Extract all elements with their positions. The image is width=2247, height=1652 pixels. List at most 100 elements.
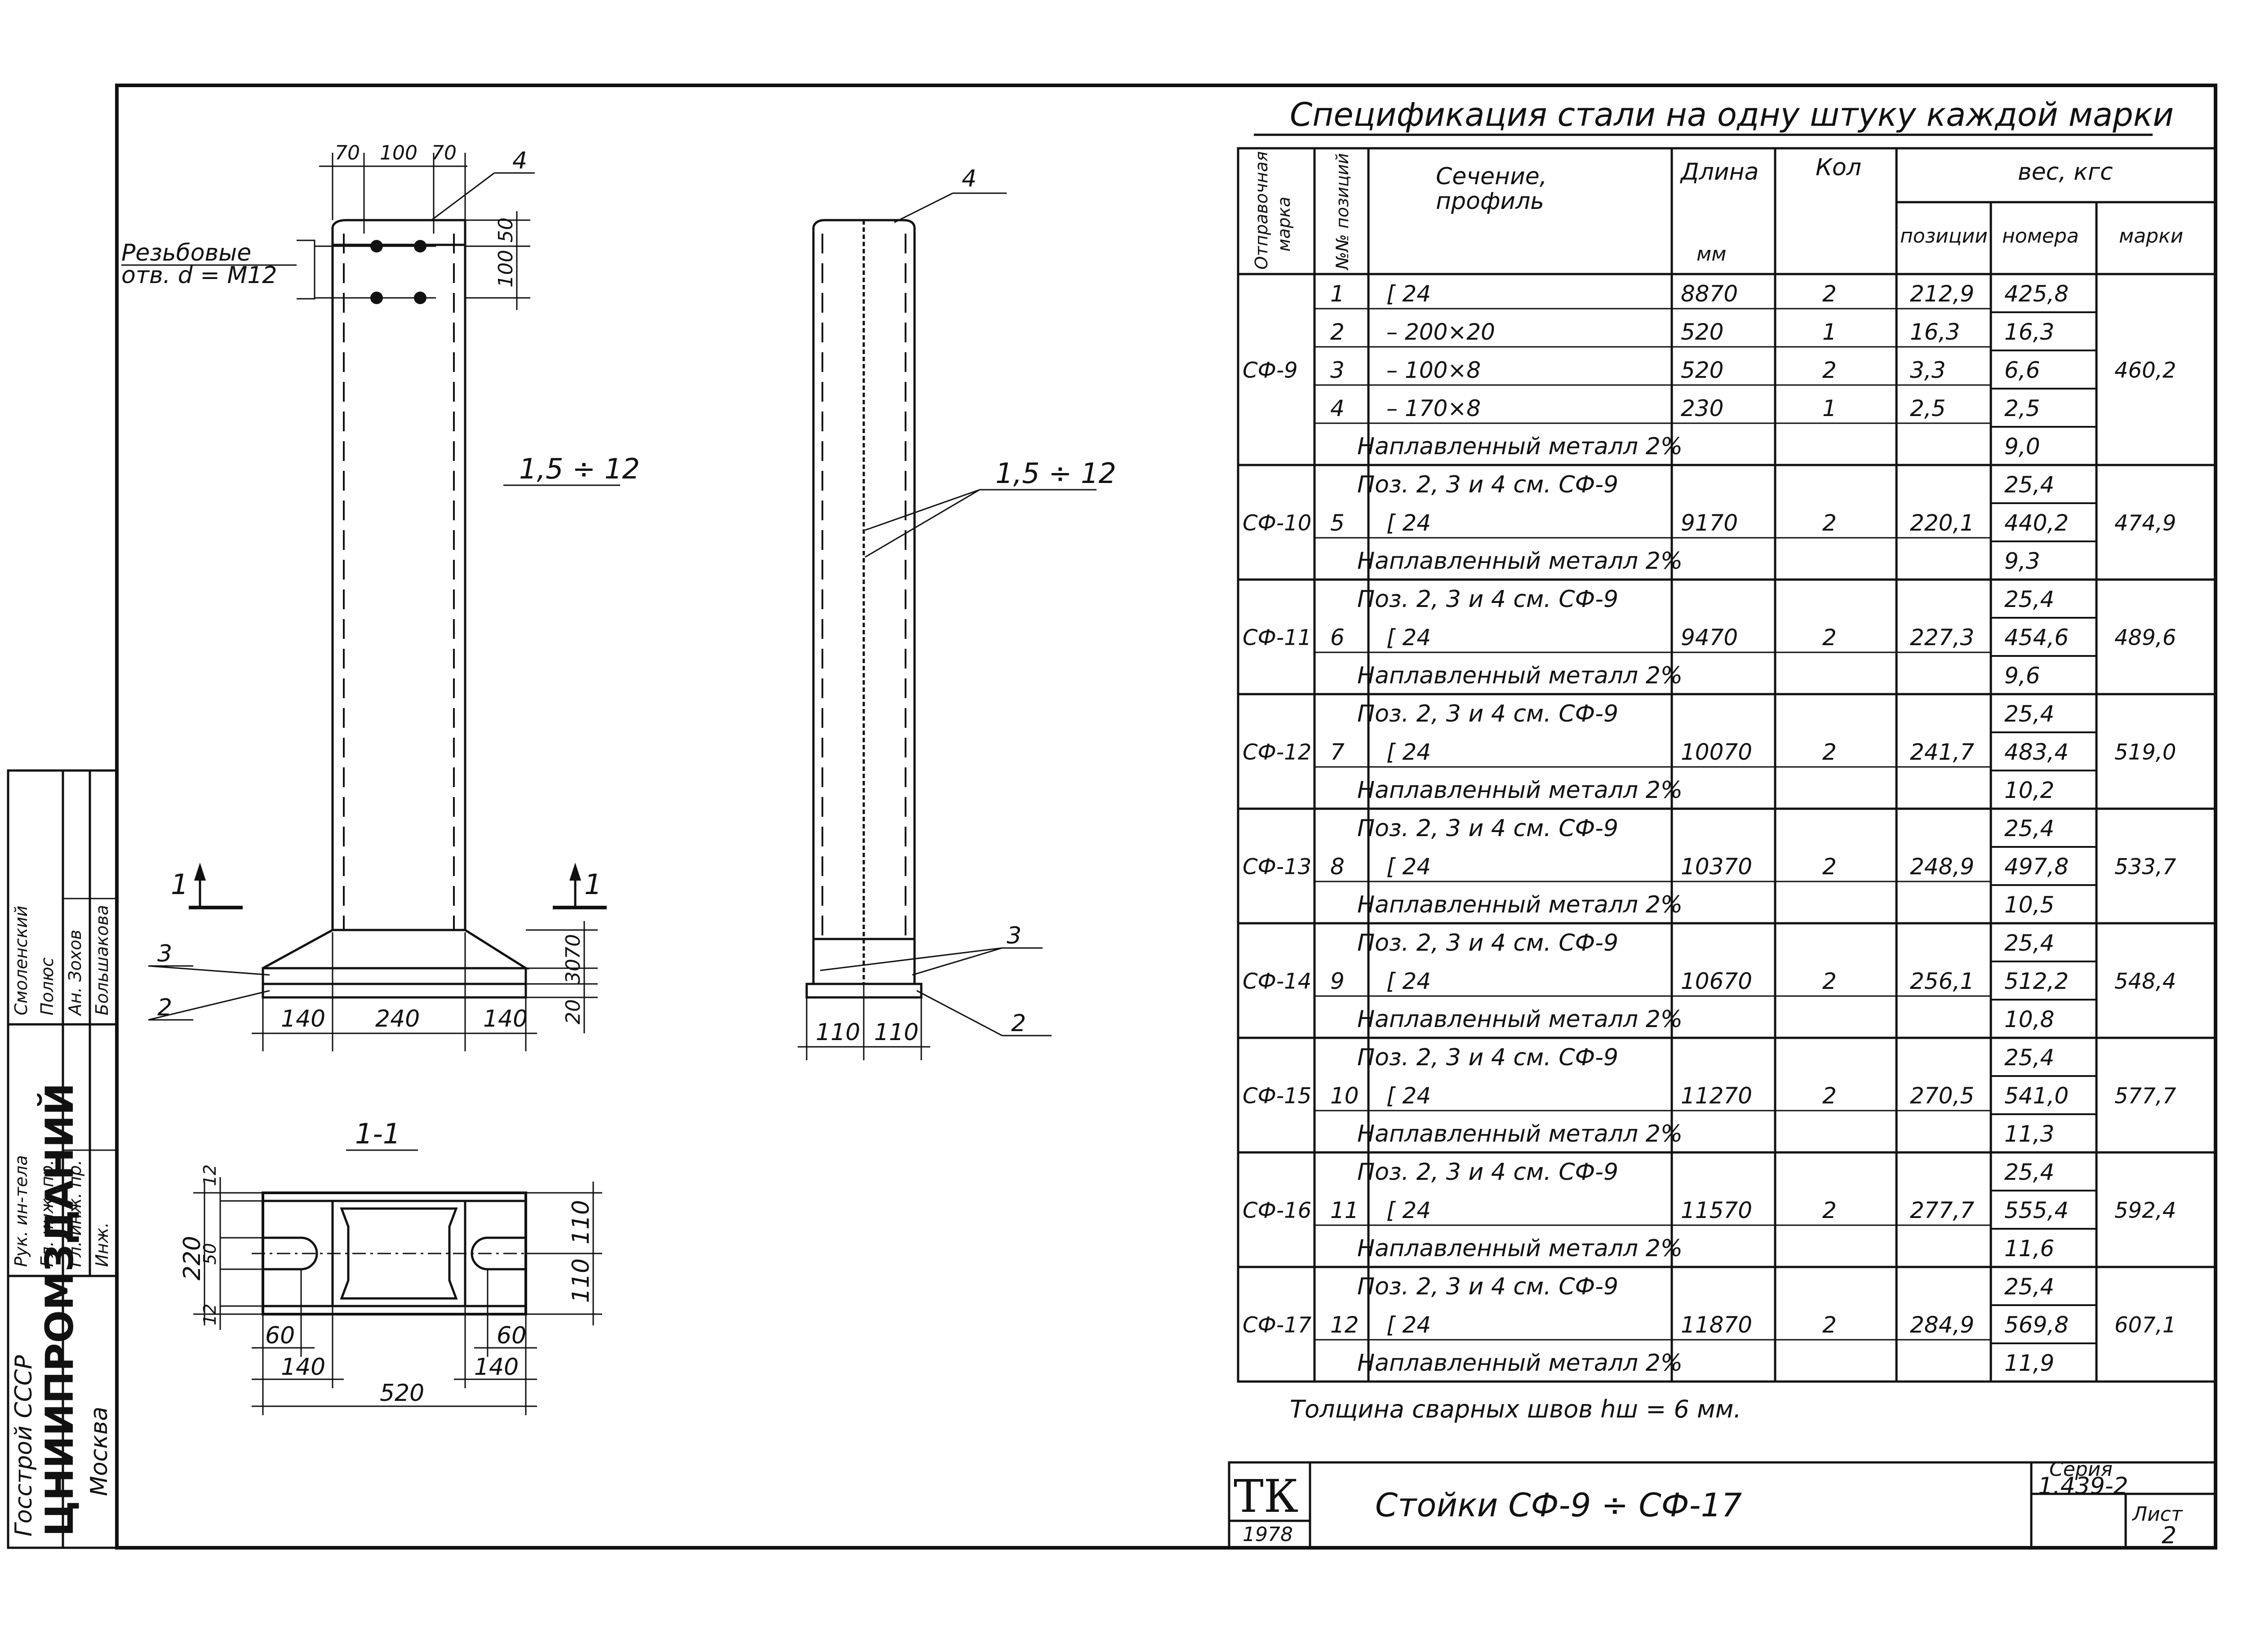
- dim-sec-220: 220: [179, 1236, 206, 1280]
- dim-base-20: 20: [562, 999, 585, 1024]
- spec-qty: 1: [1822, 319, 1837, 345]
- hdr-mark-1: Отправочная: [1252, 151, 1271, 270]
- stamp-name-1: Смоленский: [11, 906, 31, 1015]
- spec-weight-num: 555,4: [2004, 1197, 2069, 1223]
- stamp-org-1: Госстрой СССР: [10, 1355, 37, 1537]
- leader-4-side: 4: [962, 165, 977, 192]
- spec-weight-num: 497,8: [2004, 854, 2069, 880]
- spec-mark-total: 519,0: [2114, 740, 2176, 765]
- dim-top-100: 100: [380, 142, 417, 164]
- spec-mark-total: 474,9: [2114, 511, 2176, 536]
- spec-profile: – 170×8: [1386, 395, 1481, 421]
- hdr-qty: Кол: [1816, 154, 1861, 181]
- spec-mark-total: 592,4: [2114, 1198, 2176, 1223]
- spec-note: Поз. 2, 3 и 4 см. СФ-9: [1357, 930, 1618, 957]
- dim-side-110a: 110: [816, 1019, 860, 1046]
- spec-mark: СФ-10: [1243, 511, 1311, 536]
- spec-profile: [ 24: [1386, 968, 1431, 994]
- stamp-org-3: Москва: [86, 1407, 113, 1496]
- spec-profile: [ 24: [1386, 1312, 1431, 1338]
- dim-top-70a: 70: [335, 142, 360, 164]
- dim-sec-140a: 140: [281, 1354, 325, 1381]
- spec-mark-total: 607,1: [2114, 1313, 2176, 1338]
- spec-weight-num: 2,5: [2004, 395, 2040, 421]
- spec-weight-num: 10,2: [2004, 777, 2054, 803]
- spec-weight-num: 454,6: [2004, 624, 2069, 651]
- spec-weight-num: 10,8: [2004, 1006, 2054, 1032]
- spec-qty: 2: [1822, 739, 1837, 765]
- spec-weight-pos: 241,7: [1910, 739, 1974, 765]
- dim-base-140a: 140: [281, 1005, 325, 1032]
- dim-base-30: 30: [562, 959, 585, 984]
- dim-sec-520: 520: [380, 1380, 424, 1407]
- dim-base-240: 240: [375, 1005, 420, 1032]
- leader-3-front: 3: [157, 940, 172, 967]
- spec-pos: 5: [1330, 510, 1345, 536]
- spec-note: Наплавленный металл 2%: [1357, 1006, 1683, 1033]
- spec-weight-num: 25,4: [2004, 1159, 2054, 1185]
- leader-2-side: 2: [1011, 1010, 1026, 1037]
- dim-sec-12b: 12: [200, 1304, 220, 1325]
- stamp-name-3: Ан. Зохов: [65, 930, 85, 1017]
- spec-qty: 2: [1822, 1083, 1837, 1109]
- spec-profile: [ 24: [1386, 510, 1431, 536]
- spec-weight-num: 483,4: [2004, 739, 2069, 765]
- spec-note: Поз. 2, 3 и 4 см. СФ-9: [1357, 1044, 1618, 1071]
- spec-weight-pos: 284,9: [1910, 1312, 1974, 1338]
- section-1-1: 1-1 220 12 50 12 110 110: [179, 1117, 602, 1415]
- title-block: ТК 1978 Стойки СФ-9 ÷ СФ-17 Серия 1.439-…: [1228, 1458, 2217, 1549]
- spec-length: 10070: [1681, 739, 1752, 765]
- front-view: 70 100 70 50 100 4 Резьбовые отв. d = M1…: [121, 142, 640, 1051]
- hdr-w-mark: марки: [2119, 225, 2183, 248]
- spec-profile: [ 24: [1386, 739, 1431, 765]
- spec-note: Наплавленный металл 2%: [1357, 777, 1683, 804]
- spec-pos: 2: [1330, 319, 1345, 345]
- spec-weight-pos: 270,5: [1910, 1083, 1974, 1109]
- spec-pos: 12: [1330, 1312, 1359, 1338]
- spec-qty: 2: [1822, 1197, 1837, 1223]
- spec-length: 11570: [1681, 1197, 1752, 1223]
- holes-label-2: отв. d = M12: [121, 262, 277, 289]
- hdr-length-2: мм: [1696, 243, 1726, 266]
- spec-weight-num: 25,4: [2004, 930, 2054, 956]
- spec-length: 520: [1681, 357, 1723, 383]
- spec-pos: 6: [1330, 624, 1345, 651]
- spec-weight-num: 425,8: [2004, 281, 2069, 307]
- spec-note: Поз. 2, 3 и 4 см. СФ-9: [1357, 1273, 1618, 1300]
- spec-weight-num: 10,5: [2004, 892, 2054, 918]
- spec-pos: 4: [1330, 395, 1345, 421]
- dim-side-110b: 110: [874, 1019, 919, 1046]
- holes-label-1: Резьбовые: [121, 239, 251, 266]
- spec-weight-pos: 220,1: [1910, 510, 1974, 536]
- spec-pos: 10: [1330, 1083, 1359, 1109]
- spec-mark: СФ-12: [1243, 740, 1311, 765]
- spec-note: Поз. 2, 3 и 4 см. СФ-9: [1357, 815, 1618, 842]
- spec-weight-num: 16,3: [2004, 319, 2054, 345]
- spec-length: 10670: [1681, 968, 1752, 994]
- spec-weight-num: 25,4: [2004, 815, 2054, 842]
- dim-top-70b: 70: [431, 142, 457, 164]
- spec-weight-pos: 256,1: [1910, 968, 1974, 994]
- dim-base-70: 70: [562, 934, 585, 959]
- spec-pos: 3: [1330, 357, 1345, 383]
- tb-sheet-label: Лист: [2132, 1503, 2183, 1526]
- spec-mark: СФ-16: [1243, 1198, 1311, 1223]
- stamp-role-3: Гл. инж. пр.: [65, 1160, 85, 1267]
- dim-right-50: 50: [494, 217, 517, 243]
- spec-mark-total: 460,2: [2114, 358, 2176, 383]
- spec-mark: СФ-11: [1243, 625, 1311, 651]
- left-stamp: Госстрой СССР ЦНИИПРОМЗДАНИЙ Москва Рук.…: [7, 769, 118, 1549]
- spec-qty: 2: [1822, 281, 1837, 307]
- spec-weight-pos: 16,3: [1910, 319, 1960, 345]
- spec-note: Поз. 2, 3 и 4 см. СФ-9: [1357, 1159, 1618, 1186]
- spec-length: 230: [1681, 395, 1723, 421]
- spec-length: 9170: [1681, 510, 1738, 536]
- section-mark-right: 1: [584, 868, 602, 901]
- spec-mark-total: 577,7: [2114, 1084, 2176, 1109]
- dim-sec-12a: 12: [200, 1165, 220, 1186]
- spec-note: Наплавленный металл 2%: [1357, 1121, 1683, 1147]
- tb-series-label: Серия: [2049, 1458, 2113, 1481]
- spec-qty: 2: [1822, 357, 1837, 383]
- spec-qty: 2: [1822, 854, 1837, 880]
